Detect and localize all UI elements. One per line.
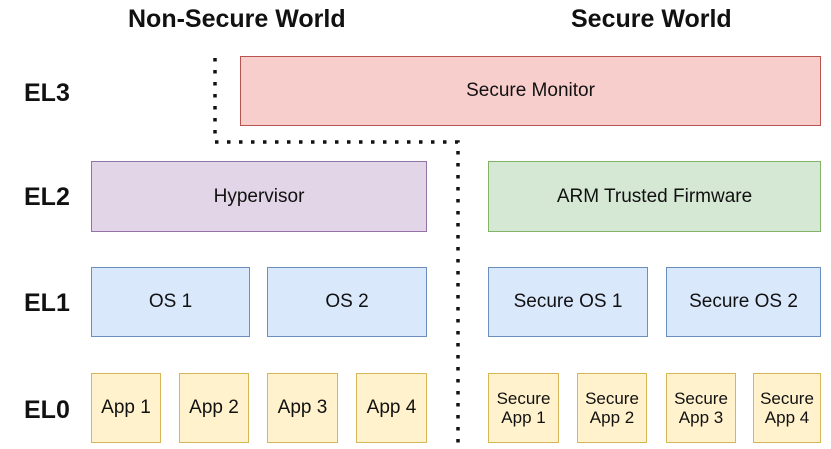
secure-app-3-line2: App 3 bbox=[678, 408, 724, 427]
secure-monitor-box: Secure Monitor bbox=[240, 56, 821, 126]
el2-label: EL2 bbox=[24, 183, 70, 211]
el0-label: EL0 bbox=[24, 396, 70, 424]
app-4-box: App 4 bbox=[356, 373, 427, 443]
app-1-box: App 1 bbox=[91, 373, 161, 443]
secure-world-heading: Secure World bbox=[571, 5, 732, 33]
secure-os1-box: Secure OS 1 bbox=[488, 267, 648, 337]
arm-trusted-firmware-box: ARM Trusted Firmware bbox=[488, 161, 821, 232]
secure-app-2-line1: Secure bbox=[585, 389, 639, 408]
hypervisor-box: Hypervisor bbox=[91, 161, 427, 232]
app-2-box: App 2 bbox=[179, 373, 249, 443]
secure-app-1-line1: Secure bbox=[496, 389, 551, 408]
non-secure-world-heading: Non-Secure World bbox=[128, 5, 346, 33]
el3-label: EL3 bbox=[24, 79, 70, 107]
secure-app-3-line1: Secure bbox=[674, 389, 728, 408]
os2-box: OS 2 bbox=[267, 267, 427, 337]
el1-label: EL1 bbox=[24, 289, 70, 317]
os1-box: OS 1 bbox=[91, 267, 250, 337]
secure-app-4-box: Secure App 4 bbox=[753, 373, 821, 443]
secure-app-4-line1: Secure bbox=[760, 389, 814, 408]
secure-app-2-line2: App 2 bbox=[589, 408, 635, 427]
secure-app-4-line2: App 4 bbox=[764, 408, 810, 427]
secure-app-1-box: Secure App 1 bbox=[488, 373, 559, 443]
secure-os2-box: Secure OS 2 bbox=[666, 267, 821, 337]
secure-app-2-box: Secure App 2 bbox=[577, 373, 647, 443]
app-3-box: App 3 bbox=[267, 373, 338, 443]
secure-app-1-line2: App 1 bbox=[501, 408, 546, 427]
secure-app-3-box: Secure App 3 bbox=[666, 373, 736, 443]
